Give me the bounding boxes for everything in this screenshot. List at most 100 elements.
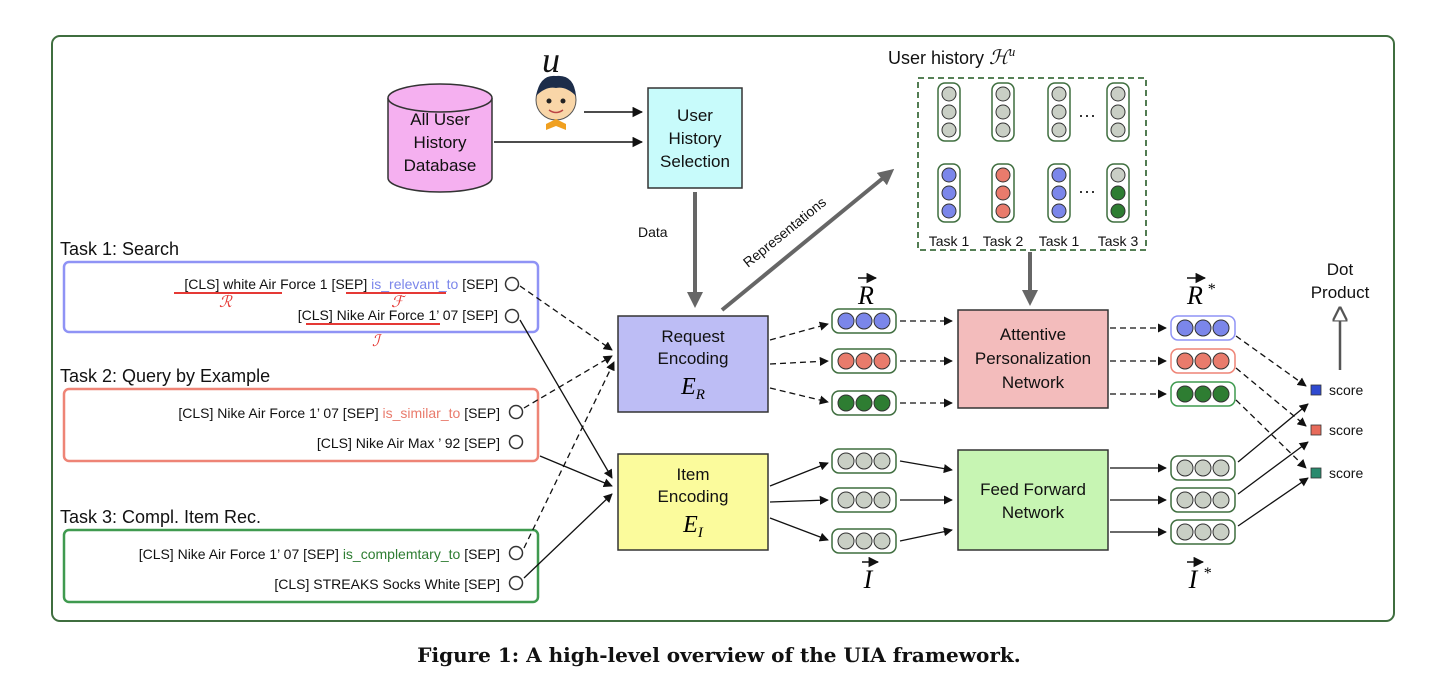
attentive-line-3: Network (1002, 373, 1065, 392)
selection-line-1: User (677, 106, 713, 125)
figure-caption: Figure 1: A high-level overview of the U… (417, 643, 1021, 667)
selection-line-3: Selection (660, 152, 730, 171)
flow-arrows (769, 316, 1309, 542)
mark-R: ℛ (219, 294, 233, 311)
request-encoding-line-2: Encoding (658, 349, 729, 368)
history-stack-top-2 (991, 82, 1015, 142)
item-encoding-line-2: Encoding (658, 487, 729, 506)
task2-port-2 (508, 434, 524, 450)
mark-F: ℱ (391, 294, 407, 311)
database-line-2: History (414, 133, 467, 152)
svg-text:I: I (1188, 565, 1199, 594)
symbol-R: R (857, 272, 878, 310)
request-encoding-box (617, 315, 769, 413)
task1-title: Task 1: Search (60, 239, 179, 259)
svg-text:R: R (1186, 281, 1203, 310)
history-ellipsis-top: ··· (1078, 105, 1096, 125)
arrow-rstar3-to-score (1235, 399, 1307, 469)
task-to-encoder-arrows (519, 285, 615, 579)
symbol-I: I (862, 556, 880, 594)
personalized-item-vector-2 (1170, 487, 1236, 513)
item-vector-1 (831, 448, 897, 474)
selection-line-2: History (669, 129, 722, 148)
score-label-1: score (1329, 382, 1363, 398)
request-encoding-line-1: Request (661, 327, 725, 346)
personalized-request-vector-1 (1170, 315, 1236, 341)
history-stack-bottom-4 (1106, 163, 1130, 223)
history-stack-bottom-1 (937, 163, 961, 223)
user-history-selection-box (647, 87, 743, 189)
user-symbol: u (542, 40, 560, 80)
score-label-2: score (1329, 422, 1363, 438)
svg-text:I: I (863, 565, 874, 594)
feedforward-line-2: Network (1002, 503, 1065, 522)
item-vector-3 (831, 528, 897, 554)
score-square-blue (1310, 384, 1322, 396)
task2-port-1 (508, 404, 524, 420)
arrow-istar3-to-score (1237, 477, 1309, 527)
representations-arrow (720, 168, 895, 312)
history-stack-top-1 (937, 82, 961, 142)
figure-frame (51, 35, 1395, 622)
task3-box (62, 528, 540, 604)
data-label: Data (638, 224, 668, 240)
attentive-line-1: Attentive (1000, 325, 1066, 344)
arrow-item-to-i2 (769, 495, 829, 505)
feedforward-network-box (957, 449, 1109, 551)
user-history-title: User history ℋu (888, 44, 1016, 69)
request-vector-1 (831, 308, 897, 334)
item-vector-2 (831, 487, 897, 513)
task1-box (62, 260, 540, 334)
symbol-R-star: R * (1186, 272, 1215, 310)
item-encoding-symbol: EI (682, 512, 704, 541)
item-encoding-box (617, 453, 769, 551)
database-line-3: Database (404, 156, 477, 175)
arrow-req-to-r2 (769, 356, 829, 366)
dot-product-line-1: Dot (1327, 260, 1354, 279)
task3-port-1 (508, 545, 524, 561)
arrow-istar2-to-score (1237, 441, 1309, 495)
vector-groups (831, 308, 1236, 554)
task3-line-1: [CLS] Nike Air Force 1’ 07 [SEP] is_comp… (139, 546, 500, 562)
task1-port-2 (504, 308, 520, 324)
arrow-istar1-to-score (1237, 403, 1309, 463)
arrow-i3-to-ff (899, 527, 953, 542)
arrow-req-to-r3 (769, 387, 829, 405)
user-history-database: All User History Database (387, 83, 493, 193)
task3-port-2 (508, 575, 524, 591)
symbol-I-star: I * (1187, 556, 1211, 594)
svg-text:R: R (857, 281, 874, 310)
arrow-rstar2-to-score (1235, 367, 1307, 427)
arrow-item-to-i1 (769, 461, 829, 487)
user-history-panel (917, 77, 1147, 251)
attentive-network-box (957, 309, 1109, 409)
svg-text:*: * (1203, 565, 1211, 582)
personalized-request-vector-3 (1170, 381, 1236, 407)
history-stack-bottom-2 (991, 163, 1015, 223)
history-task-label-3: Task 1 (1039, 233, 1080, 249)
task3-title: Task 3: Compl. Item Rec. (60, 507, 261, 527)
history-task-label-2: Task 2 (983, 233, 1024, 249)
dot-product-line-2: Product (1311, 283, 1370, 302)
task3-line-2: [CLS] STREAKS Socks White [SEP] (274, 576, 500, 592)
history-stack-top-4 (1106, 82, 1130, 142)
arrow-i1-to-ff (899, 460, 953, 474)
arrow-req-to-r1 (769, 321, 829, 341)
history-stack-top-3 (1047, 82, 1071, 142)
personalized-request-vector-2 (1170, 348, 1236, 374)
task2-line-1: [CLS] Nike Air Force 1’ 07 [SEP] is_simi… (178, 405, 500, 421)
score-square-red (1310, 424, 1322, 436)
request-vector-2 (831, 348, 897, 374)
personalized-item-vector-3 (1170, 519, 1236, 545)
mark-I: ℐ (372, 333, 382, 350)
history-task-label-4: Task 3 (1098, 233, 1139, 249)
arrow-rstar1-to-score (1235, 335, 1307, 387)
arrow-item-to-i3 (769, 517, 829, 542)
task1-line-2: [CLS] Nike Air Force 1’ 07 [SEP] (298, 307, 498, 323)
history-stack-bottom-3 (1047, 163, 1071, 223)
task2-line-2: [CLS] Nike Air Max ’ 92 [SEP] (317, 435, 500, 451)
task2-title: Task 2: Query by Example (60, 366, 270, 386)
attentive-line-2: Personalization (975, 349, 1091, 368)
history-ellipsis-bottom: ··· (1078, 181, 1096, 201)
